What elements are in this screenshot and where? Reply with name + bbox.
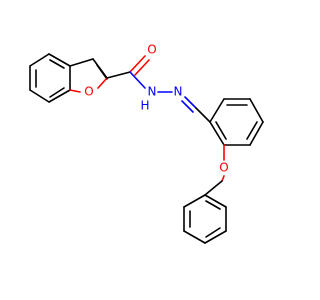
bond — [249, 98, 264, 123]
double-bond-inner — [215, 121, 227, 140]
bond — [106, 71, 131, 79]
double-bond-inner — [49, 59, 65, 69]
bond — [48, 89, 71, 103]
benzofuran-benzene-ring — [29, 53, 71, 103]
bond — [249, 121, 264, 146]
amide-nitrogen-label: N — [148, 85, 157, 99]
bond — [204, 180, 223, 196]
amide-hydrogen-label: H — [140, 99, 149, 113]
bond — [195, 107, 211, 123]
carbonyl-double-bond — [129, 55, 146, 73]
bond — [129, 71, 146, 89]
double-bond-inner — [205, 227, 221, 238]
bond — [29, 53, 50, 67]
bond — [209, 121, 225, 146]
bond — [48, 53, 71, 67]
hydrazone-linker — [157, 91, 211, 123]
carbonyl-double-bond — [134, 59, 150, 76]
furan-oxygen-label: O — [84, 85, 93, 99]
structure-diagram: O O N H N O — [29, 43, 264, 244]
bond — [209, 98, 225, 123]
benzyloxy-linker — [204, 144, 225, 196]
bond — [69, 58, 94, 67]
bond — [29, 89, 50, 103]
benzyl-phenyl-ring — [183, 194, 227, 244]
ether-oxygen-label: O — [219, 161, 228, 175]
bond — [69, 89, 81, 93]
imine-nitrogen-label: N — [174, 85, 183, 99]
carbonyl-oxygen-label: O — [147, 43, 156, 57]
carboxamide-group — [106, 55, 150, 89]
bond — [183, 194, 206, 208]
double-bond-inner — [246, 121, 258, 140]
double-bond-inner — [205, 200, 221, 210]
bond — [183, 230, 206, 244]
bond — [204, 230, 227, 244]
imine-double-bond — [184, 96, 197, 109]
double-bond-inner — [96, 64, 108, 80]
phenyl-ring — [209, 98, 264, 146]
bond — [221, 175, 225, 182]
bond — [204, 194, 227, 208]
molecule-canvas: O O N H N O — [29, 42, 264, 244]
bond — [97, 77, 108, 89]
benzofuran-furan-ring — [69, 58, 108, 93]
double-bond-inner — [49, 87, 65, 98]
imine-double-bond — [181, 100, 194, 113]
